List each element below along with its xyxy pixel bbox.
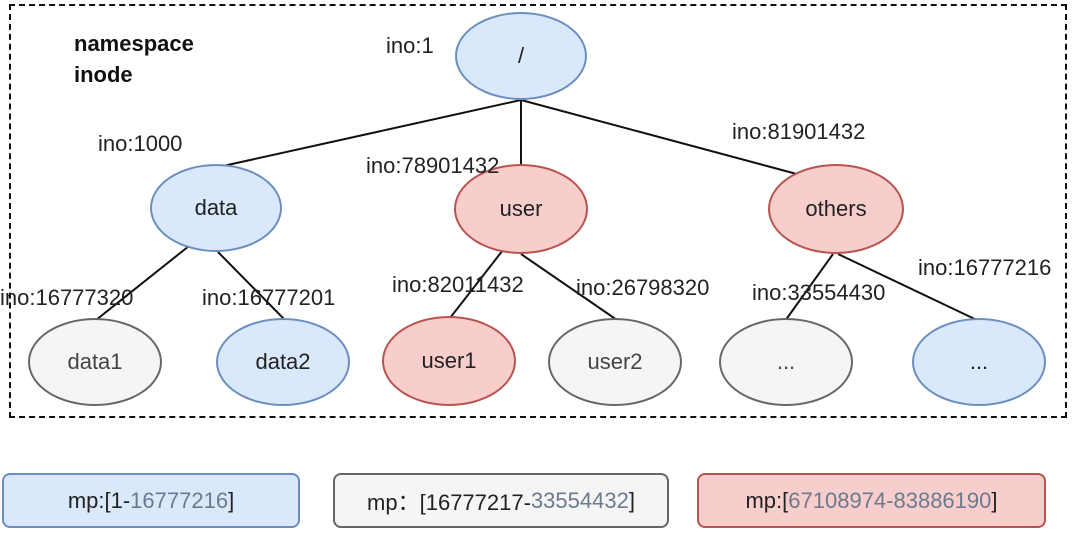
node-data1[interactable]: data1 [28,318,162,406]
legend-red-prefix: mp:[ [745,487,789,513]
edge-user-user1 [449,249,504,319]
legend-grey-range: mp：[16777217-33554432] [333,473,669,528]
legend-red-range-value: 67108974-83886190 [788,487,992,513]
node-data-label: data [194,195,238,220]
node-others-2-label: ... [969,349,989,374]
legend-grey-suffix: ] [628,487,635,513]
legend-grey-range-value: 33554432 [530,487,629,513]
node-others-2[interactable]: ... [912,318,1046,406]
node-data1-label: data1 [67,349,123,374]
edge-others-others2 [837,253,982,323]
edge-root-data [213,99,522,169]
node-user[interactable]: user [454,164,588,254]
ino-label-data2: ino:16777201 [202,285,336,310]
edge-data-data1 [95,245,190,321]
title-line-2: inode [74,62,133,87]
ino-label-others-2: ino:16777216 [918,255,1052,280]
edge-others-others1 [784,253,834,322]
node-root[interactable]: / [455,12,587,100]
node-data2[interactable]: data2 [216,318,350,406]
ino-label-root: ino:1 [386,33,434,58]
legend-red-range: mp:[67108974-83886190] [697,473,1046,528]
edge-root-others [520,99,835,185]
edge-user-user2 [520,253,618,321]
ino-label-user1: ino:82011432 [392,272,524,297]
legend-blue-range: mp:[1-16777216] [2,473,300,528]
legend-grey-prefix: mp：[16777217- [367,489,531,515]
ino-label-data: ino:1000 [98,131,183,156]
ino-label-data1: ino:16777320 [0,285,134,310]
node-others-1[interactable]: ... [719,318,853,406]
legend-blue-prefix: mp:[1- [67,487,131,513]
node-root-label: / [517,43,525,68]
node-others-1-label: ... [776,349,796,374]
legend-red-suffix: ] [991,487,998,513]
node-user-label: user [499,196,543,221]
node-user1[interactable]: user1 [382,316,516,406]
diagram-title: namespace inode [74,28,194,90]
edge-data-data2 [217,251,286,321]
node-user2-label: user2 [587,349,643,374]
node-user2[interactable]: user2 [548,318,682,406]
ino-label-others-1: ino:33554430 [752,280,886,305]
ino-label-user2: ino:26798320 [576,275,710,300]
legend-blue-range-value: 16777216 [130,487,229,513]
node-others[interactable]: others [768,164,904,254]
title-line-1: namespace [74,31,194,56]
node-others-label: others [805,196,867,221]
node-user1-label: user1 [421,348,477,373]
ino-label-others: ino:81901432 [732,119,866,144]
namespace-frame [9,4,1067,418]
node-data2-label: data2 [255,349,311,374]
node-data[interactable]: data [150,164,282,252]
legend-blue-suffix: ] [228,487,235,513]
ino-label-user: ino:78901432 [366,153,500,178]
